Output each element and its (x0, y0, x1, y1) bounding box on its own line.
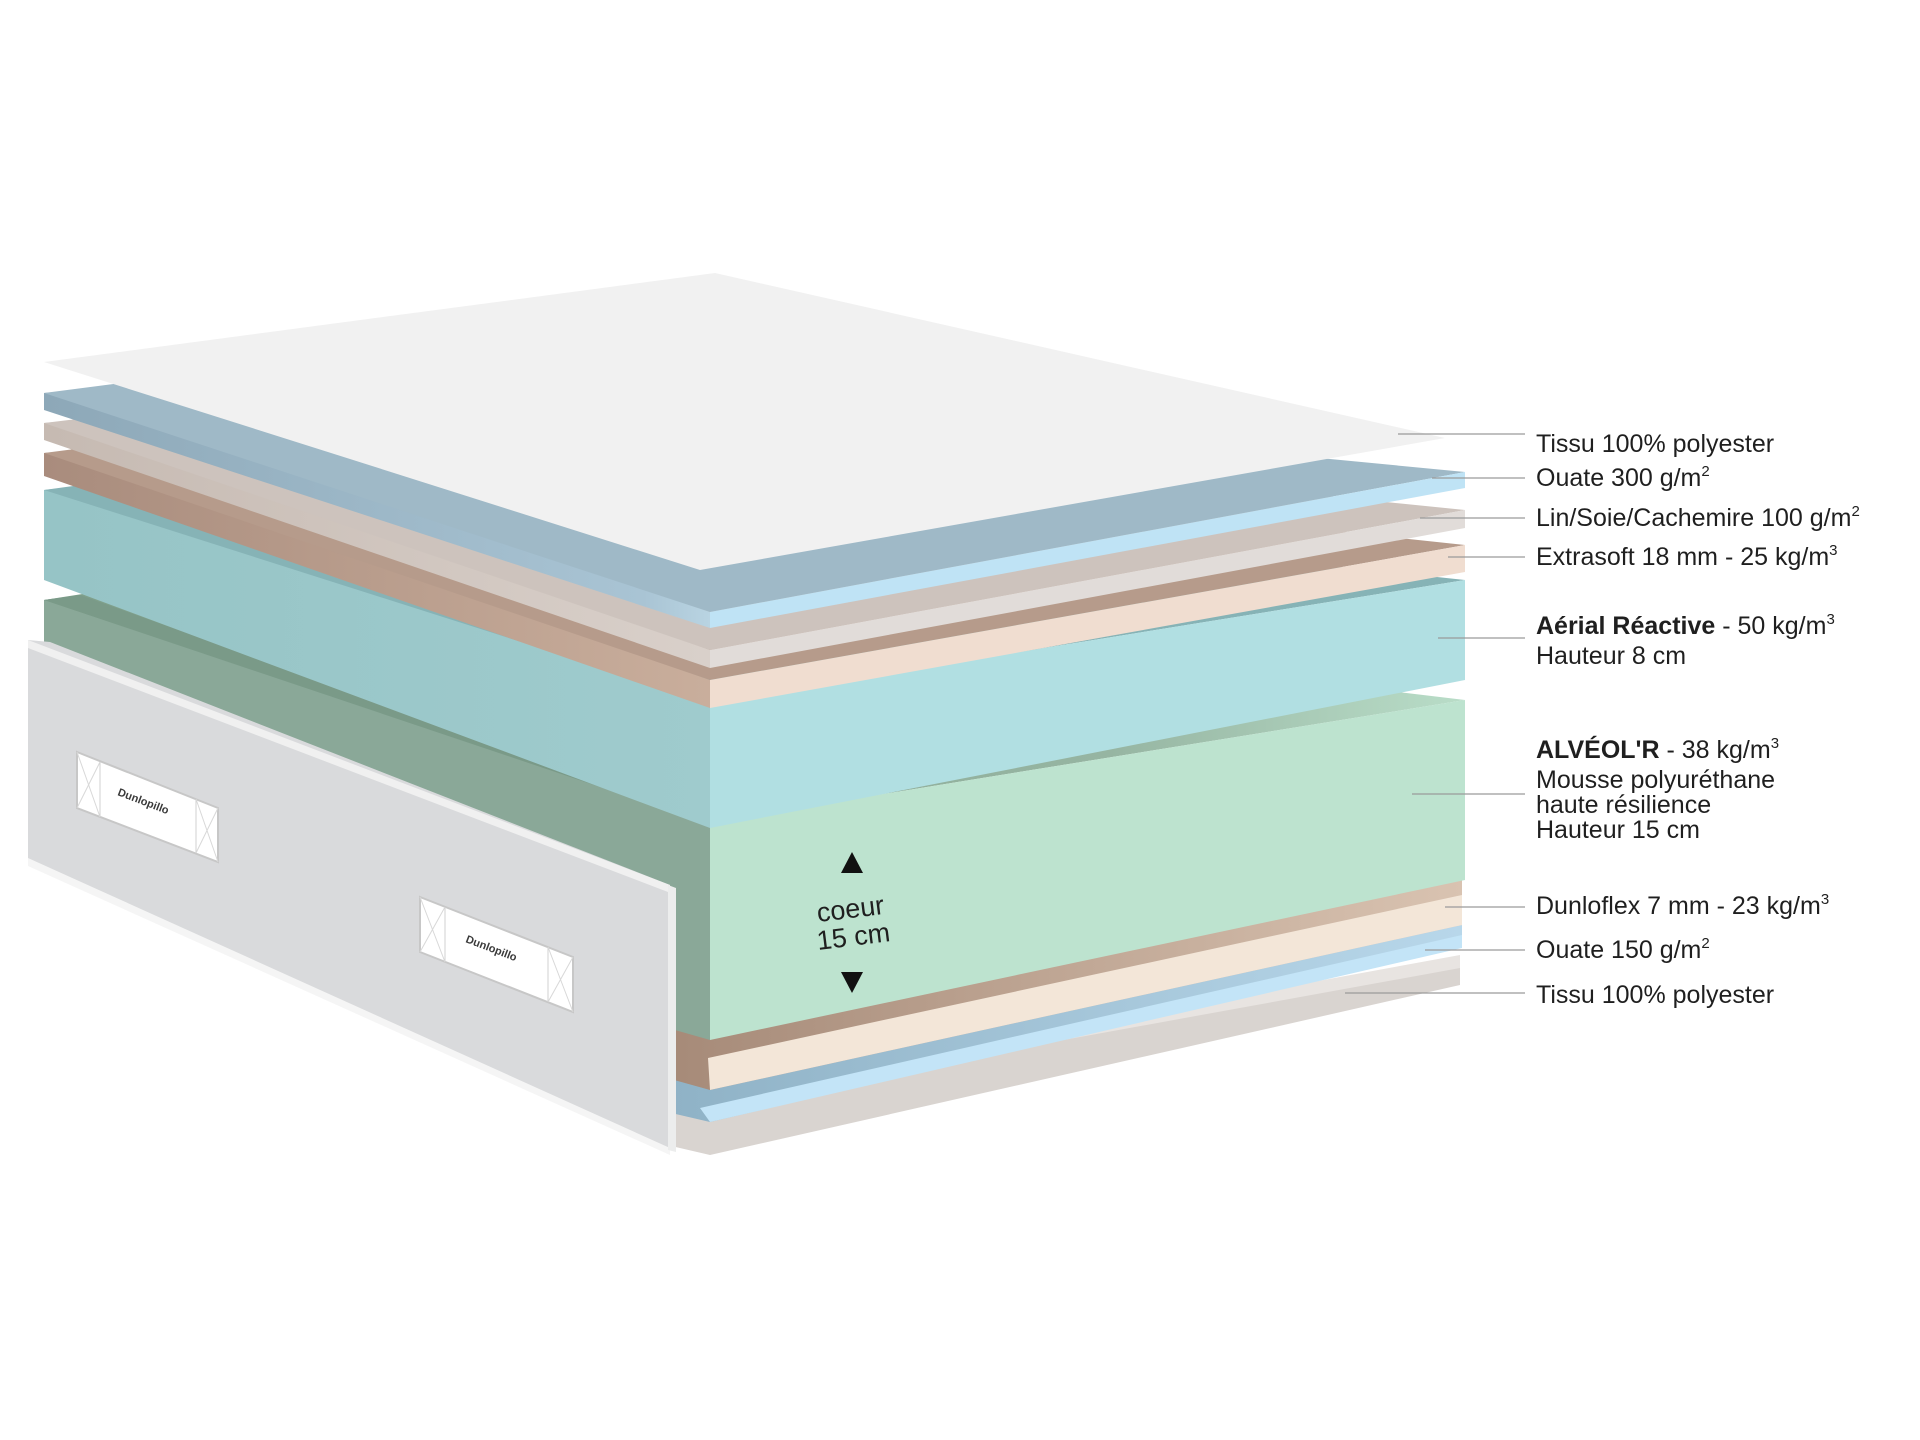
layer-labels: Tissu 100% polyester Ouate 300 g/m2 Lin/… (1536, 430, 1860, 1009)
layer-top-fabric (44, 273, 1445, 570)
leader-lines (1345, 433, 1525, 994)
logo-tag-left: Dunlopillo (76, 750, 219, 864)
label-top-fabric: Tissu 100% polyester (1536, 430, 1774, 458)
layer-ouate-150 (667, 925, 1462, 1122)
label-lin-soie: Lin/Soie/Cachemire 100 g/m2 (1536, 503, 1860, 532)
label-aerial-height: Hauteur 8 cm (1536, 642, 1686, 670)
label-ouate-150: Ouate 150 g/m2 (1536, 935, 1710, 964)
label-alveol-height: Hauteur 15 cm (1536, 816, 1700, 844)
label-alveol-density: ALVÉOL'R - 38 kg/m3 (1536, 735, 1779, 764)
label-dunloflex: Dunloflex 7 mm - 23 kg/m3 (1536, 891, 1829, 920)
layer-dunloflex (667, 880, 1462, 1090)
arrow-down-icon (841, 972, 863, 993)
label-extrasoft: Extrasoft 18 mm - 25 kg/m3 (1536, 542, 1837, 571)
label-alveol-resilience: haute résilience (1536, 791, 1711, 819)
border-panel (28, 640, 676, 1155)
logo-tag-right: Dunlopillo (419, 895, 574, 1014)
label-aerial-density: Aérial Réactive - 50 kg/m3 (1536, 611, 1835, 640)
label-ouate-300: Ouate 300 g/m2 (1536, 463, 1710, 492)
label-bottom-fabric: Tissu 100% polyester (1536, 981, 1774, 1009)
label-alveol-material: Mousse polyuréthane (1536, 766, 1775, 794)
arrow-up-icon (841, 852, 863, 873)
